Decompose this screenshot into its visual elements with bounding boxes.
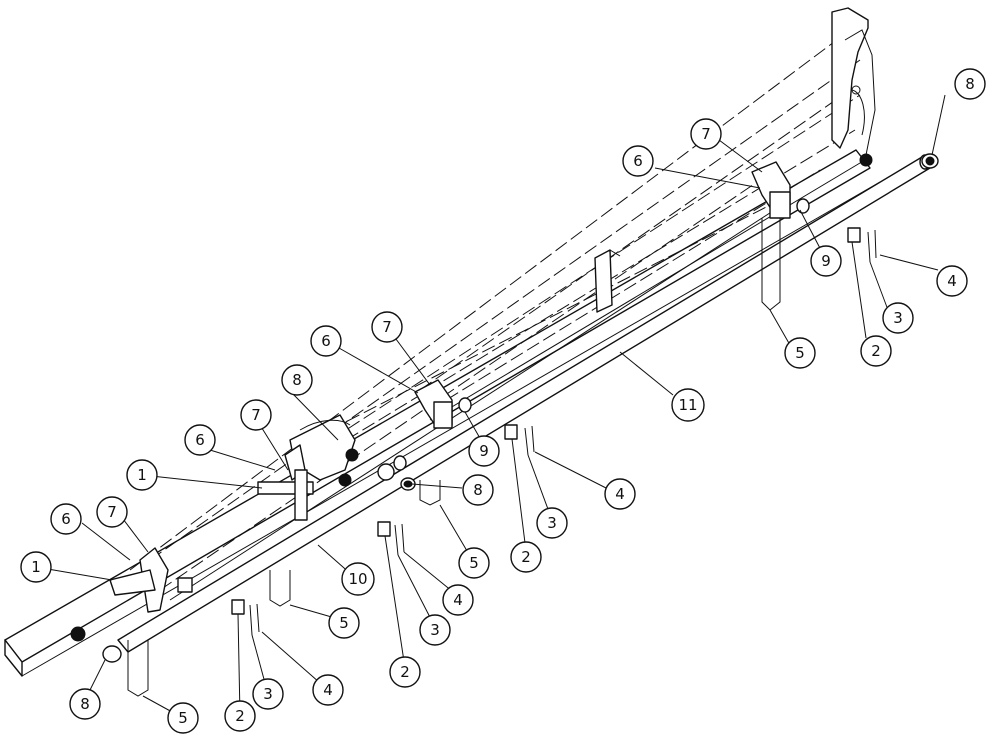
hinge-bracket-mid bbox=[257, 414, 359, 521]
callout-7: 7 bbox=[371, 311, 403, 343]
callout-6: 6 bbox=[50, 503, 82, 535]
callout-9: 9 bbox=[810, 245, 842, 277]
callout-1: 1 bbox=[20, 551, 52, 583]
callout-5: 5 bbox=[458, 547, 490, 579]
callout-5: 5 bbox=[167, 702, 199, 734]
svg-text:1: 1 bbox=[31, 558, 41, 576]
svg-text:6: 6 bbox=[633, 152, 643, 170]
clamp-assembly-mid bbox=[269, 521, 405, 607]
callout-11: 11 bbox=[671, 388, 705, 422]
callout-2: 2 bbox=[860, 335, 892, 367]
bushing-left bbox=[70, 626, 122, 663]
svg-text:4: 4 bbox=[323, 681, 333, 699]
svg-text:2: 2 bbox=[871, 342, 881, 360]
callout-2: 2 bbox=[389, 656, 421, 688]
svg-text:2: 2 bbox=[235, 707, 245, 725]
svg-text:11: 11 bbox=[678, 396, 697, 414]
svg-text:5: 5 bbox=[469, 554, 479, 572]
callout-3: 3 bbox=[536, 507, 568, 539]
callout-4: 4 bbox=[604, 478, 636, 510]
callout-3: 3 bbox=[419, 614, 451, 646]
callout-8: 8 bbox=[69, 688, 101, 720]
callout-4: 4 bbox=[442, 584, 474, 616]
callout-2: 2 bbox=[510, 541, 542, 573]
bushing-center-a bbox=[377, 455, 407, 481]
svg-text:6: 6 bbox=[195, 431, 205, 449]
svg-text:8: 8 bbox=[292, 371, 302, 389]
svg-text:2: 2 bbox=[400, 663, 410, 681]
callout-3: 3 bbox=[882, 302, 914, 334]
svg-text:5: 5 bbox=[795, 344, 805, 362]
svg-text:3: 3 bbox=[430, 621, 440, 639]
svg-text:5: 5 bbox=[178, 709, 188, 727]
hinge-bracket-right bbox=[751, 161, 810, 219]
callout-6: 6 bbox=[622, 145, 654, 177]
callout-8: 8 bbox=[954, 68, 986, 100]
svg-text:3: 3 bbox=[893, 309, 903, 327]
center-mast bbox=[594, 249, 621, 313]
clamp-assembly-left bbox=[127, 599, 260, 697]
svg-text:4: 4 bbox=[947, 272, 957, 290]
svg-text:7: 7 bbox=[382, 318, 392, 336]
callout-5: 5 bbox=[784, 337, 816, 369]
callout-3: 3 bbox=[252, 678, 284, 710]
callout-8: 8 bbox=[462, 474, 494, 506]
svg-text:8: 8 bbox=[80, 695, 90, 713]
callout-1: 1 bbox=[126, 459, 158, 491]
svg-text:9: 9 bbox=[821, 252, 831, 270]
svg-text:10: 10 bbox=[348, 570, 367, 588]
callout-6: 6 bbox=[184, 424, 216, 456]
callout-8: 8 bbox=[281, 364, 313, 396]
callout-4: 4 bbox=[312, 674, 344, 706]
svg-text:1: 1 bbox=[137, 466, 147, 484]
hinge-bracket-left bbox=[109, 547, 193, 613]
callout-4: 4 bbox=[936, 265, 968, 297]
right-end-bracket bbox=[831, 7, 876, 167]
svg-text:3: 3 bbox=[263, 685, 273, 703]
svg-text:6: 6 bbox=[321, 332, 331, 350]
callout-9: 9 bbox=[468, 435, 500, 467]
callout-7: 7 bbox=[690, 118, 722, 150]
svg-text:2: 2 bbox=[521, 548, 531, 566]
svg-text:4: 4 bbox=[615, 485, 625, 503]
svg-text:5: 5 bbox=[339, 614, 349, 632]
svg-text:9: 9 bbox=[479, 442, 489, 460]
svg-text:3: 3 bbox=[547, 514, 557, 532]
svg-text:7: 7 bbox=[107, 503, 117, 521]
svg-text:7: 7 bbox=[251, 406, 261, 424]
bushing-right bbox=[921, 153, 939, 169]
svg-text:8: 8 bbox=[473, 481, 483, 499]
callout-10: 10 bbox=[341, 562, 375, 596]
svg-text:7: 7 bbox=[701, 125, 711, 143]
svg-text:6: 6 bbox=[61, 510, 71, 528]
clamp-assembly-center bbox=[419, 424, 535, 506]
callouts: 1 1 2 2 2 2 3 3 3 3 4 4 4 4 5 5 5 5 6 6 … bbox=[20, 68, 986, 734]
boom-round-bar bbox=[117, 154, 931, 653]
callout-6: 6 bbox=[310, 325, 342, 357]
callout-2: 2 bbox=[224, 700, 256, 732]
callout-7: 7 bbox=[240, 399, 272, 431]
callout-7: 7 bbox=[96, 496, 128, 528]
svg-text:4: 4 bbox=[453, 591, 463, 609]
svg-text:8: 8 bbox=[965, 75, 975, 93]
callout-5: 5 bbox=[328, 607, 360, 639]
hinge-bracket-center bbox=[414, 379, 472, 429]
